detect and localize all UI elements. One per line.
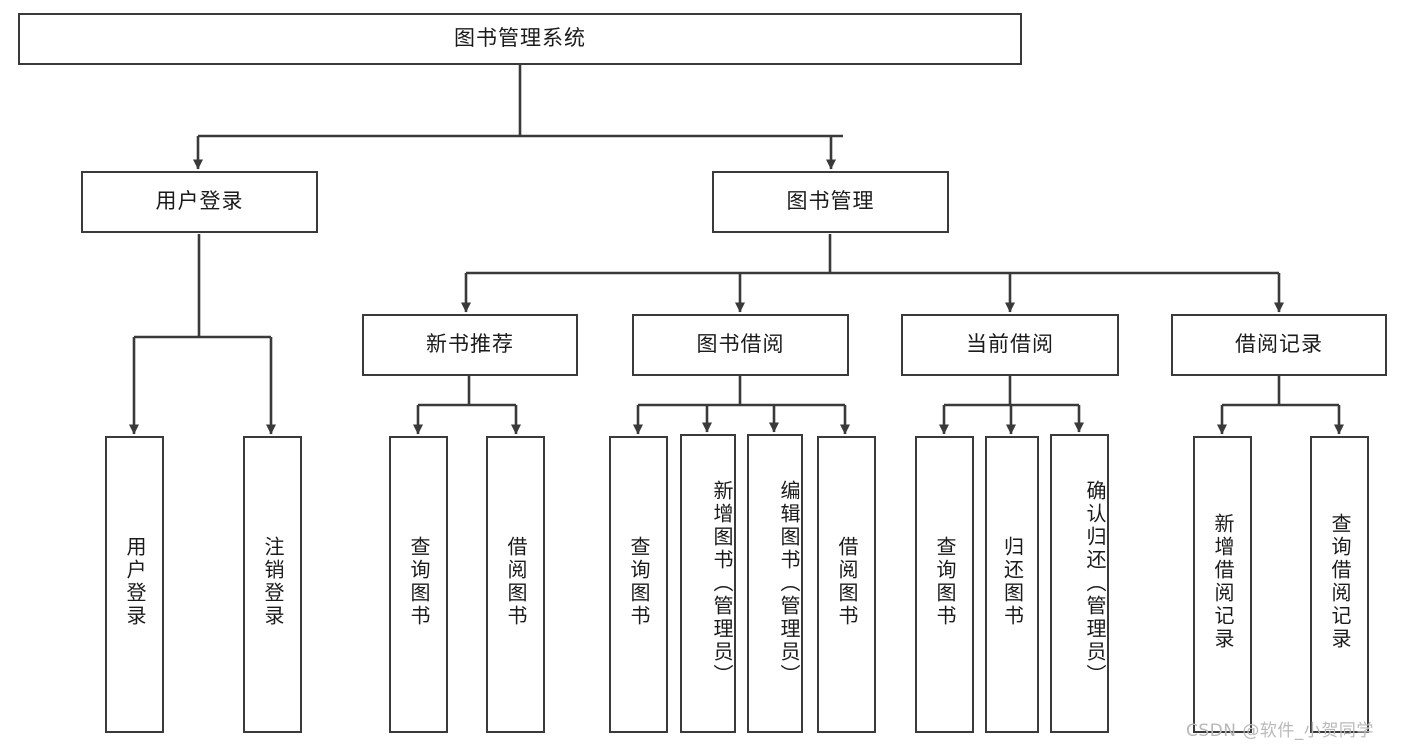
node-label: 借阅图书 [835, 535, 859, 628]
node-book-management[interactable]: 图书管理 [712, 171, 949, 233]
leaf-borrow-book[interactable]: 借阅图书 [817, 436, 876, 733]
node-label: 注销登录 [261, 535, 285, 628]
node-label: 图书管理系统 [454, 26, 586, 51]
node-label: 图书管理 [786, 189, 875, 214]
node-label: 编辑图书（管理员） [777, 480, 801, 687]
node-label: 新增图书（管理员） [710, 480, 734, 687]
leaf-query-book-recommend[interactable]: 查询图书 [389, 436, 448, 733]
node-label: 查询图书 [933, 535, 957, 628]
leaf-borrow-book-recommend[interactable]: 借阅图书 [486, 436, 545, 733]
node-label: 确认归还（管理员） [1083, 480, 1107, 687]
leaf-edit-book-admin[interactable]: 编辑图书（管理员） [747, 434, 803, 733]
leaf-return-book[interactable]: 归还图书 [985, 436, 1039, 733]
leaf-query-borrow-record[interactable]: 查询借阅记录 [1310, 436, 1369, 733]
leaf-user-login[interactable]: 用户登录 [105, 436, 164, 733]
node-label: 新书推荐 [426, 332, 514, 357]
node-label: 图书借阅 [696, 332, 785, 357]
node-user-login[interactable]: 用户登录 [81, 171, 318, 233]
node-borrow-record[interactable]: 借阅记录 [1171, 314, 1387, 376]
node-label: 用户登录 [155, 189, 244, 214]
leaf-add-borrow-record[interactable]: 新增借阅记录 [1193, 436, 1252, 733]
node-label: 查询图书 [627, 535, 651, 628]
node-label: 借阅图书 [504, 535, 528, 628]
leaf-add-book-admin[interactable]: 新增图书（管理员） [680, 434, 736, 733]
node-current-borrow[interactable]: 当前借阅 [901, 314, 1119, 376]
leaf-query-book-borrow[interactable]: 查询图书 [609, 436, 668, 733]
leaf-query-book-current[interactable]: 查询图书 [915, 436, 974, 733]
csdn-watermark: CSDN @软件_小贺同学 [1186, 721, 1374, 741]
node-label: 查询借阅记录 [1328, 512, 1352, 651]
leaf-confirm-return-admin[interactable]: 确认归还（管理员） [1050, 434, 1109, 733]
node-label: 用户登录 [123, 535, 147, 628]
node-label: 新增借阅记录 [1211, 512, 1235, 651]
node-label: 借阅记录 [1235, 332, 1323, 357]
node-book-borrow[interactable]: 图书借阅 [632, 314, 849, 376]
node-label: 归还图书 [1000, 535, 1025, 628]
node-label: 查询图书 [407, 535, 431, 628]
node-label: 当前借阅 [966, 332, 1054, 357]
node-new-book-recommend[interactable]: 新书推荐 [362, 314, 578, 376]
leaf-logout-login[interactable]: 注销登录 [243, 436, 302, 733]
node-root-book-management-system[interactable]: 图书管理系统 [18, 13, 1022, 65]
